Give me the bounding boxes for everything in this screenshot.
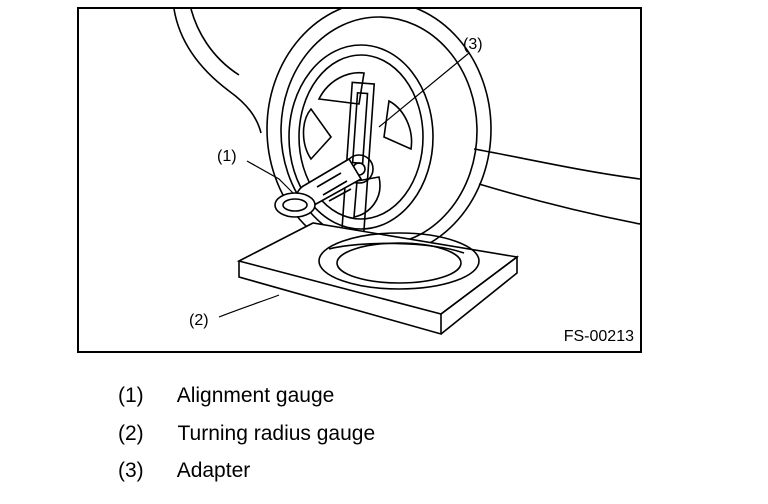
adapter-arm [340,81,376,235]
car-fender [173,9,262,134]
alignment-gauge-top [316,172,352,202]
car-body-lower-2 [478,183,640,225]
rim-inner [298,54,424,220]
turning-radius-plate-front [238,261,442,336]
legend-item: (2) Turning radius gauge [118,422,375,446]
legend-label: Adapter [176,459,251,482]
alignment-gauge-end [274,192,316,218]
leader-line-3 [378,52,470,128]
turning-radius-plate-side [440,255,518,335]
legend-label: Alignment gauge [176,384,335,407]
car-fender-inner [190,9,240,76]
tyre-contact-shadow [328,242,465,254]
legend-number: (2) [118,422,144,445]
leader-line-2 [218,294,280,318]
car-body-lower [473,148,640,180]
alignment-gauge-end-inner [282,198,308,212]
legend-item: (3) Adapter [118,459,250,483]
callout-3: (3) [463,36,483,53]
legend-number: (3) [118,459,144,482]
rim-window-1 [317,71,365,105]
wheel-alignment-illustration [173,9,640,336]
tyre-outer [266,9,492,258]
callout-1: (1) [217,148,237,165]
figure-code: FS-00213 [563,328,634,345]
legend-number: (1) [118,384,144,407]
legend-item: (1) Alignment gauge [118,384,334,408]
rim-window-4 [302,107,333,161]
callout-2: (2) [189,312,209,329]
leader-line-1 [246,160,294,194]
figure-frame: (1) (2) (3) FS-00213 [77,7,642,353]
legend-label: Turning radius gauge [177,422,376,445]
rim-window-3 [353,176,381,218]
rim-outer [288,44,434,230]
turning-radius-disc [318,232,480,290]
rim-window-2 [383,99,413,151]
